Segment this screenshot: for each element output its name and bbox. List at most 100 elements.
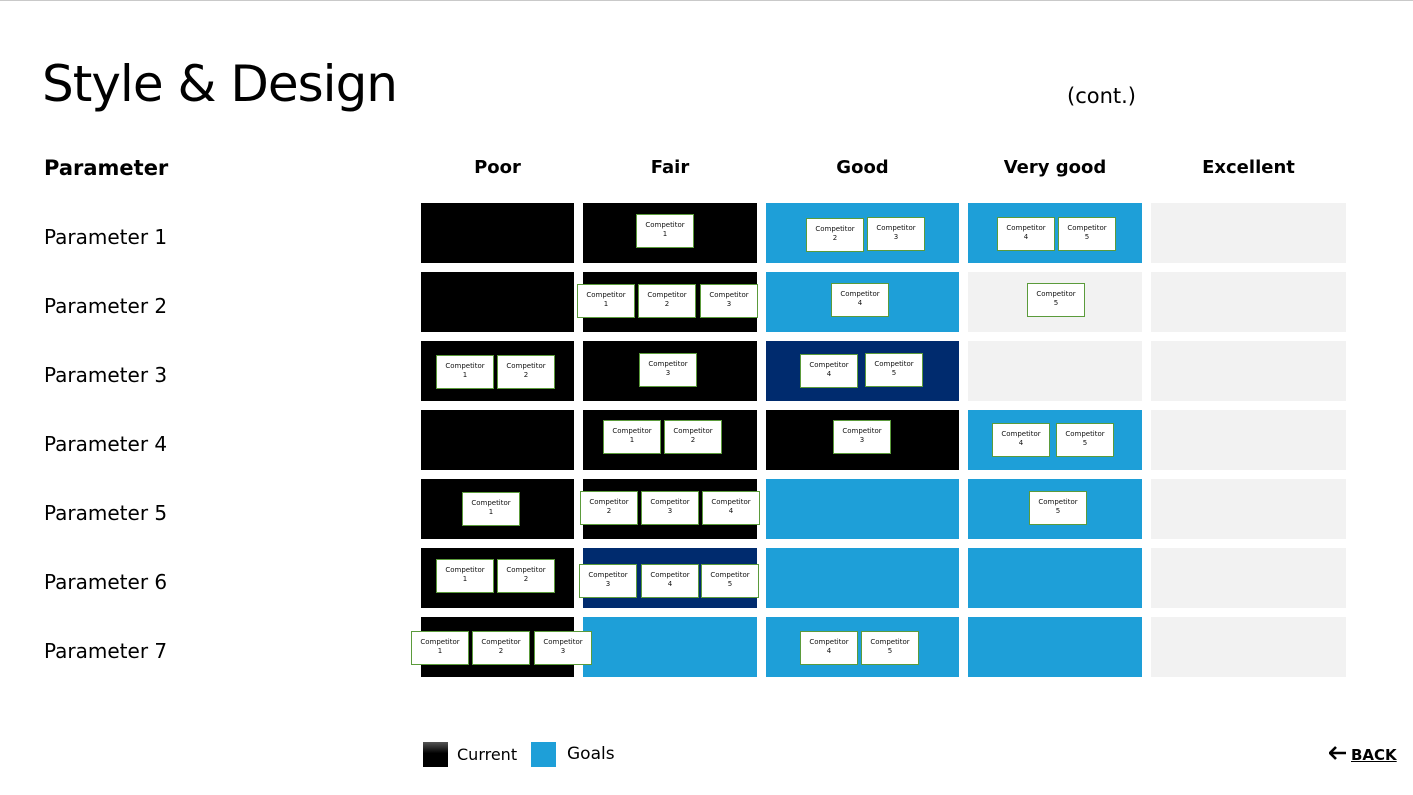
competitor-label: Competitor: [506, 362, 546, 370]
rating-cell: [421, 203, 574, 263]
competitor-label: Competitor: [709, 291, 749, 299]
rating-cell: [1151, 341, 1346, 401]
competitor-label: Competitor: [876, 224, 916, 232]
rating-cell: [583, 617, 757, 677]
arrow-left-icon: [1328, 744, 1347, 766]
rating-cell: [1151, 617, 1346, 677]
legend-goals-label: Goals: [567, 744, 615, 764]
column-header-excellent: Excellent: [1202, 157, 1295, 178]
competitor-label: Competitor: [815, 225, 855, 233]
competitor-number: 2: [523, 371, 529, 379]
legend-current-label: Current: [457, 745, 518, 764]
competitor-label: Competitor: [1067, 224, 1107, 232]
row-label: Parameter 2: [44, 294, 168, 318]
competitor-label: Competitor: [1065, 430, 1105, 438]
column-header-fair: Fair: [650, 157, 690, 178]
competitor-number: 2: [606, 507, 612, 515]
competitor-label: Competitor: [612, 427, 652, 435]
competitor-number: 5: [1053, 299, 1059, 307]
competitor-number: 4: [667, 580, 673, 588]
column-header-poor: Poor: [474, 157, 521, 178]
competitor-number: 5: [1055, 507, 1061, 515]
competitor-label: Competitor: [650, 498, 690, 506]
rating-cell: [1151, 479, 1346, 539]
competitor-number: 1: [437, 647, 443, 655]
row-label: Parameter 4: [44, 432, 168, 456]
competitor-label: Competitor: [471, 499, 511, 507]
continuation-note: (cont.): [1067, 84, 1136, 108]
competitor-number: 4: [728, 507, 734, 515]
back-label[interactable]: BACK: [1351, 746, 1397, 764]
competitor-number: 5: [727, 580, 733, 588]
back-button[interactable]: BACK: [1328, 744, 1397, 766]
competitor-label: Competitor: [673, 427, 713, 435]
row-label: Parameter 3: [44, 363, 168, 387]
rating-cell: [766, 479, 959, 539]
competitor-number: 3: [726, 300, 732, 308]
competitor-label: Competitor: [809, 361, 849, 369]
competitor-number: 5: [1082, 439, 1088, 447]
rating-cell: [421, 410, 574, 470]
row-label: Parameter 1: [44, 225, 168, 249]
competitor-number: 5: [887, 647, 893, 655]
rating-cell: [1151, 410, 1346, 470]
competitor-label: Competitor: [874, 360, 914, 368]
competitor-label: Competitor: [1001, 430, 1041, 438]
rating-cell: [968, 341, 1142, 401]
competitor-number: 4: [857, 299, 863, 307]
rating-cell: [1151, 272, 1346, 332]
competitor-number: 1: [462, 371, 468, 379]
rating-cell: [421, 272, 574, 332]
competitor-label: Competitor: [710, 571, 750, 579]
competitor-label: Competitor: [1036, 290, 1076, 298]
competitor-number: 2: [523, 575, 529, 583]
competitor-label: Competitor: [589, 498, 629, 506]
rating-cell: [766, 548, 959, 608]
competitor-label: Competitor: [842, 427, 882, 435]
competitor-number: 1: [462, 575, 468, 583]
column-header-very-good: Very good: [1003, 157, 1107, 178]
competitor-number: 3: [605, 580, 611, 588]
parameter-header: Parameter: [44, 156, 169, 180]
legend-current-swatch: [423, 742, 448, 767]
row-label: Parameter 5: [44, 501, 168, 525]
competitor-label: Competitor: [1038, 498, 1078, 506]
competitor-label: Competitor: [586, 291, 626, 299]
competitor-label: Competitor: [648, 360, 688, 368]
competitor-label: Competitor: [711, 498, 751, 506]
competitor-label: Competitor: [840, 290, 880, 298]
rating-cell: [968, 617, 1142, 677]
row-label: Parameter 7: [44, 639, 168, 663]
competitor-number: 2: [832, 234, 838, 242]
competitor-number: 3: [893, 233, 899, 241]
competitor-label: Competitor: [1006, 224, 1046, 232]
competitor-label: Competitor: [588, 571, 628, 579]
competitor-number: 2: [664, 300, 670, 308]
competitor-number: 3: [560, 647, 566, 655]
